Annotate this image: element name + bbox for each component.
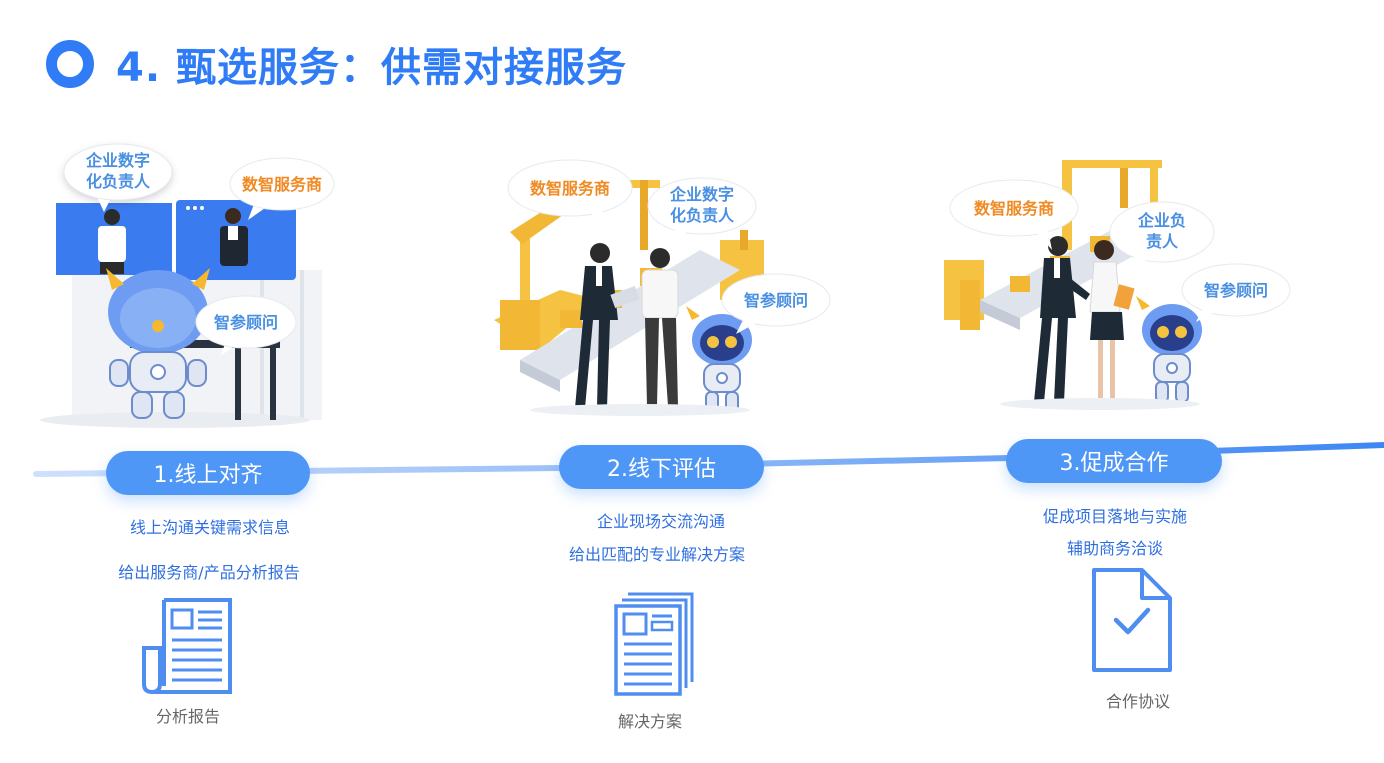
bubble-leader-2: 企业数字 [669,185,734,204]
svg-text:化负责人: 化负责人 [86,172,151,191]
step3-line-2: 辅助商务洽谈 [1066,539,1163,558]
stacked-documents-icon [614,592,694,696]
bubble-provider-1: 数智服务商 [242,175,322,194]
bubble-advisor-3: 智参顾问 [1204,281,1268,300]
doc-label-report: 分析报告 [155,707,220,726]
step-pill-cooperation: 3.促成合作 [1006,439,1222,483]
doc-label-agreement: 合作协议 [1105,692,1170,711]
svg-text:化负责人: 化负责人 [670,206,735,225]
step1-line-2: 给出服务商/产品分析报告 [118,563,300,582]
bubble-leader-3: 企业负 [1137,211,1186,230]
bubble-provider-3: 数智服务商 [974,199,1054,218]
step3-line-1: 促成项目落地与实施 [1042,507,1187,526]
step-pill-online: 1.线上对齐 [106,451,310,495]
checked-document-icon [1092,568,1172,672]
bubble-leader-1: 企业数字 [85,151,150,170]
step-pill-offline: 2.线下评估 [559,445,764,489]
bubble-provider-2: 数智服务商 [530,179,610,198]
bubble-advisor-1: 智参顾问 [214,313,278,332]
page-title: 4. 甄选服务：供需对接服务 [116,45,627,91]
page-title-block: 4. 甄选服务：供需对接服务 [46,38,627,91]
report-document-icon [142,598,232,695]
ring-icon [46,40,94,88]
step2-line-2: 给出匹配的专业解决方案 [568,545,745,564]
svg-text:责人: 责人 [1146,232,1179,251]
step2-line-1: 企业现场交流沟通 [596,512,725,531]
step1-line-1: 线上沟通关键需求信息 [129,518,290,537]
doc-label-solution: 解决方案 [617,712,682,731]
bubble-advisor-2: 智参顾问 [744,291,808,310]
